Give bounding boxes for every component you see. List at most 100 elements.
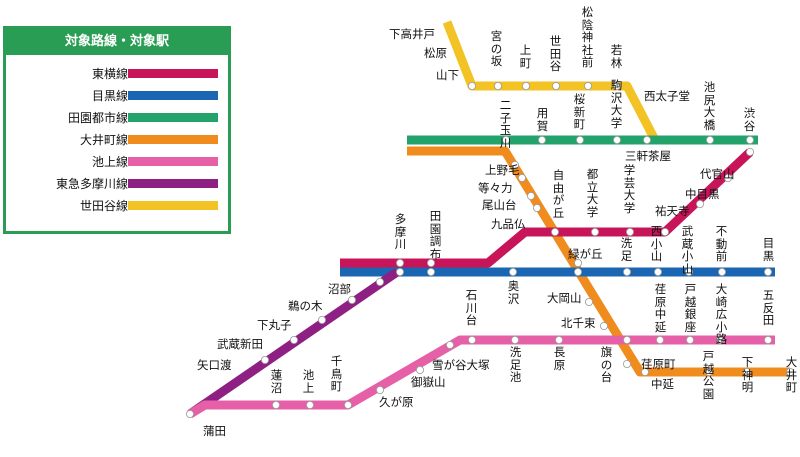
station-label: 目黒 — [762, 236, 775, 263]
station-label: 雪が谷大塚 — [432, 358, 490, 372]
station-dot — [552, 82, 561, 91]
station-dot — [656, 335, 665, 344]
station-label: 桜新町 — [573, 92, 586, 131]
station-dot — [786, 367, 795, 376]
station-dot — [623, 359, 632, 368]
station-label: 若林 — [610, 43, 623, 70]
station-dot — [706, 135, 715, 144]
station-label: 石川台 — [465, 288, 478, 327]
station-label: 久が原 — [379, 395, 414, 409]
station-dot — [686, 335, 695, 344]
station-label: 矢口渡 — [197, 358, 232, 372]
station-label: 西小山 — [650, 224, 663, 263]
station-label: 渋谷 — [743, 106, 756, 133]
station-dot — [716, 335, 725, 344]
station-dot — [600, 321, 609, 330]
station-dot — [641, 367, 650, 376]
station-dot — [343, 400, 352, 409]
legend-label: 東急多摩川線 — [55, 177, 128, 191]
station-label: 九品仏 — [491, 217, 526, 231]
station-label: 沼部 — [328, 282, 351, 296]
legend-swatch — [128, 135, 218, 144]
station-dot — [764, 335, 773, 344]
legend-row-ikegami: 池上線 — [6, 151, 228, 173]
station-label: 尾山台 — [482, 198, 517, 212]
station-dot — [551, 227, 560, 236]
station-dot — [743, 367, 752, 376]
station-label: 池尻大橋 — [703, 80, 716, 132]
station-markers — [185, 82, 795, 418]
station-label: 北千束 — [561, 316, 596, 330]
station-label: 長原 — [553, 345, 566, 372]
station-label: 宮の坂 — [490, 29, 503, 68]
station-dot — [501, 135, 510, 144]
station-label: 大崎広小路 — [715, 282, 728, 346]
station-dot — [591, 227, 600, 236]
station-label: 洗足 — [620, 236, 633, 263]
station-label: 中目黒 — [685, 187, 720, 201]
station-label: 学芸大学 — [623, 163, 636, 215]
station-label: 下高井戸 — [389, 27, 435, 41]
legend-swatch — [128, 113, 218, 122]
station-label: 駒沢大学 — [610, 78, 623, 130]
station-dot — [317, 315, 326, 324]
station-dot — [260, 355, 269, 364]
station-dot — [643, 135, 652, 144]
station-dot — [375, 385, 384, 394]
legend-swatch — [128, 201, 218, 210]
station-dot — [271, 400, 280, 409]
station-label: 西太子堂 — [644, 89, 690, 103]
station-label: 戸越銀座 — [684, 282, 697, 334]
station-dot — [746, 135, 755, 144]
station-label: 都立大学 — [586, 167, 599, 219]
station-label: 洗足池 — [509, 345, 522, 384]
legend-swatch — [128, 91, 218, 100]
toyoko-line — [340, 148, 754, 268]
station-dot — [584, 82, 593, 91]
station-label: 戸越公園 — [702, 349, 715, 401]
station-dot — [510, 160, 519, 169]
station-dot — [626, 227, 635, 236]
legend-swatch — [128, 157, 218, 166]
station-dot — [426, 258, 435, 267]
station-dot — [395, 258, 404, 267]
station-label: 中延 — [651, 377, 674, 391]
station-dot — [510, 335, 519, 344]
station-dot — [445, 340, 454, 349]
station-label: 祐天寺 — [655, 204, 690, 218]
station-dot — [654, 267, 663, 276]
station-label: 武蔵新田 — [217, 337, 263, 351]
station-dot — [493, 82, 502, 91]
station-label: 上町 — [519, 43, 532, 70]
legend-row-denentoshi: 田園都市線 — [6, 107, 228, 129]
station-dot — [685, 267, 694, 276]
station-label: 大井町 — [785, 355, 798, 394]
station-label: 池上 — [302, 368, 315, 395]
legend-label: 田園都市線 — [67, 111, 128, 125]
station-dot — [696, 199, 705, 208]
legend-title: 対象路線・対象駅 — [6, 29, 228, 55]
station-dot — [508, 267, 517, 276]
station-label: 松原 — [424, 46, 447, 60]
station-label: 鵜の木 — [288, 299, 323, 313]
legend-label: 世田谷線 — [79, 199, 128, 213]
oimachi-line — [407, 146, 790, 377]
station-dot — [585, 297, 594, 306]
station-label: 荏原中延 — [654, 282, 667, 334]
station-dot — [527, 191, 536, 200]
station-dot — [538, 135, 547, 144]
legend-row-oimachi: 大井町線 — [6, 129, 228, 151]
station-dot — [289, 335, 298, 344]
station-label: 緑が丘 — [568, 247, 603, 261]
station-dot — [724, 173, 733, 182]
station-label: 大岡山 — [547, 291, 582, 305]
station-dot — [522, 82, 531, 91]
legend-swatch — [128, 179, 218, 188]
station-label: 不動前 — [715, 224, 728, 263]
station-label: 松陰神社前 — [581, 5, 594, 69]
station-dot — [518, 173, 527, 182]
station-label: 山下 — [436, 68, 459, 82]
station-label: 蓮沼 — [270, 368, 283, 395]
station-dot — [467, 82, 476, 91]
